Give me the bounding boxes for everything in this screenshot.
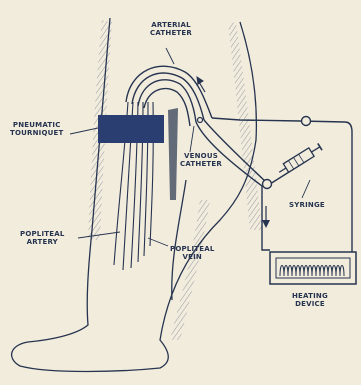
leg-outline <box>12 18 257 372</box>
label-heating-device: HEATING DEVICE <box>292 292 328 308</box>
label-popliteal-vein: POPLITEAL VEIN <box>170 245 215 261</box>
label-popliteal-artery: POPLITEAL ARTERY <box>20 230 65 246</box>
label-pneumatic-tourniquet: PNEUMATIC TOURNIQUET <box>10 121 63 137</box>
label-venous-catheter: VENOUS CATHETER <box>180 152 222 168</box>
knee-shadow <box>168 108 178 200</box>
catheter-junction <box>198 118 203 123</box>
syringe-drawing <box>277 143 323 177</box>
label-syringe: SYRINGE <box>289 201 325 209</box>
lower-valve <box>263 180 272 189</box>
tourniquet-band <box>98 115 164 143</box>
flow-arrow-lower <box>262 206 270 228</box>
tubing-circuit <box>196 118 352 262</box>
label-arterial-catheter: ARTERIAL CATHETER <box>150 21 192 37</box>
upper-valve <box>302 117 311 126</box>
heating-device-drawing <box>270 252 356 284</box>
flow-arrow-upper <box>197 77 205 92</box>
